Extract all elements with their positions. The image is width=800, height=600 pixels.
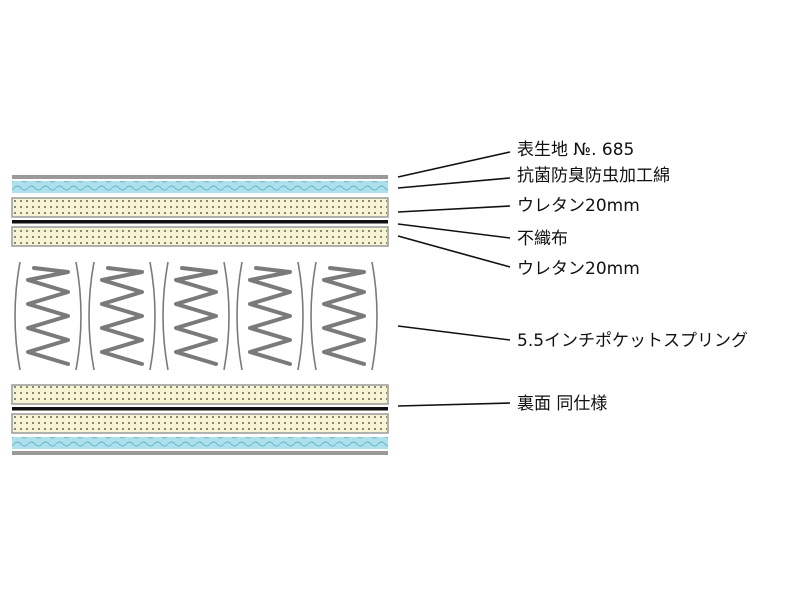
spring-coil bbox=[174, 266, 218, 366]
top-nonwoven-layer bbox=[12, 220, 388, 224]
pocket-spring bbox=[88, 261, 156, 371]
spring-pocket-outline bbox=[14, 261, 82, 371]
bottom-cotton-texture bbox=[12, 437, 388, 449]
label-springs: 5.5インチポケットスプリング bbox=[517, 331, 748, 351]
top-urethan-2-dots bbox=[13, 228, 387, 245]
pocket-spring bbox=[310, 261, 378, 371]
leader-springs bbox=[397, 325, 511, 341]
leader-cotton bbox=[397, 177, 511, 189]
spring-pocket-outline bbox=[88, 261, 156, 371]
spring-coil bbox=[322, 266, 366, 366]
spring-pocket-outline bbox=[236, 261, 304, 371]
spring-pocket-outline bbox=[310, 261, 378, 371]
label-nonwoven: 不織布 bbox=[517, 229, 568, 249]
bottom-urethan-1-dots bbox=[13, 386, 387, 403]
leader-reverse bbox=[397, 402, 511, 407]
spring-pocket-outline bbox=[162, 261, 230, 371]
pocket-spring-core bbox=[14, 261, 378, 371]
top-cover-layer bbox=[12, 175, 388, 179]
leader-urethan-top bbox=[397, 205, 511, 213]
bottom-cover-layer bbox=[12, 451, 388, 455]
label-urethan-bottom: ウレタン20mm bbox=[517, 259, 640, 279]
label-reverse: 裏面 同仕様 bbox=[517, 393, 607, 414]
top-cotton-texture bbox=[12, 181, 388, 193]
label-urethan-top: ウレタン20mm bbox=[517, 196, 640, 216]
bottom-nonwoven-layer bbox=[12, 407, 388, 411]
pocket-spring bbox=[236, 261, 304, 371]
leader-nonwoven bbox=[397, 223, 511, 239]
leader-urethan-bottom bbox=[397, 235, 511, 268]
pocket-spring bbox=[14, 261, 82, 371]
spring-coil bbox=[248, 266, 292, 366]
top-urethan-1-dots bbox=[13, 199, 387, 216]
leader-top-cover bbox=[397, 151, 511, 178]
label-top-cover: 表生地 №. 685 bbox=[517, 140, 634, 160]
leader-lines bbox=[397, 151, 511, 407]
label-cotton: 抗菌防臭防虫加工綿 bbox=[517, 166, 670, 186]
spring-coil bbox=[100, 266, 144, 366]
pocket-spring bbox=[162, 261, 230, 371]
bottom-urethan-2-dots bbox=[13, 415, 387, 432]
spring-coil bbox=[26, 266, 70, 366]
